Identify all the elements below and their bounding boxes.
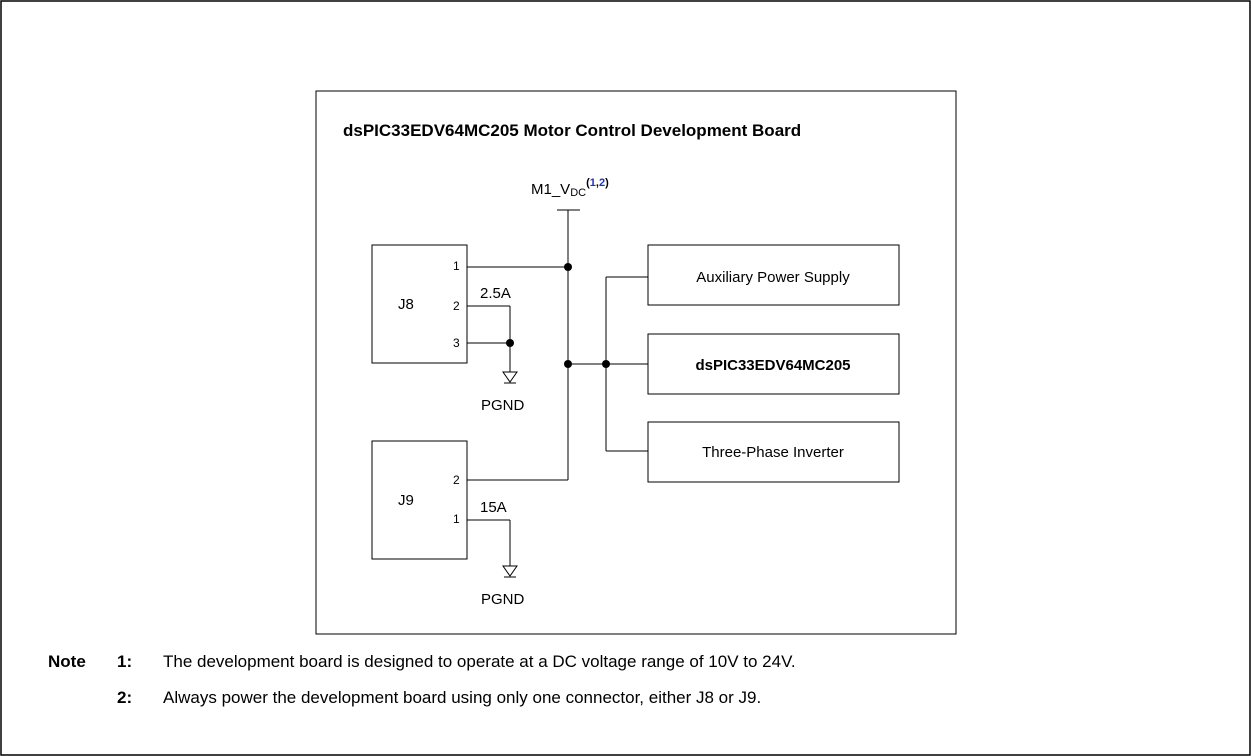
note-item: 2: Always power the development board us… xyxy=(0,688,1251,710)
junction-dot xyxy=(564,360,572,368)
supply-label: M1_VDC(1,2) xyxy=(531,177,609,199)
supply-ref-1: 1 xyxy=(590,177,596,189)
ground-symbol xyxy=(502,371,518,383)
block-three-phase-inverter-label: Three-Phase Inverter xyxy=(702,444,844,461)
note-item: Note 1: The development board is designe… xyxy=(0,652,1251,674)
block-mcu-label: dsPIC33EDV64MC205 xyxy=(695,357,850,374)
block-auxiliary-power-supply xyxy=(647,244,900,306)
block-mcu xyxy=(647,333,900,395)
j8-pin-1: 1 xyxy=(453,259,460,273)
j8-current-label: 2.5A xyxy=(480,285,511,302)
note-number: 1: xyxy=(117,652,133,671)
supply-ref-2: 2 xyxy=(599,177,605,189)
note-heading: Note xyxy=(48,652,86,671)
pgnd-label-j8: PGND xyxy=(481,397,525,414)
j9-current-label: 15A xyxy=(480,499,507,516)
board-title: dsPIC33EDV64MC205 Motor Control Developm… xyxy=(343,121,801,140)
supply-ref-sep: , xyxy=(596,177,599,189)
supply-name: M1_V xyxy=(531,181,570,198)
connector-j9-label: J9 xyxy=(398,492,414,509)
note-text: The development board is designed to ope… xyxy=(163,652,796,671)
pgnd-label-j9: PGND xyxy=(481,591,525,608)
j8-pin-3: 3 xyxy=(453,336,460,350)
note-number: 2: xyxy=(117,688,133,707)
j9-pin-1: 1 xyxy=(453,512,460,526)
supply-ref-open: ( xyxy=(586,177,590,189)
block-three-phase-inverter xyxy=(647,421,900,483)
connector-j8-label: J8 xyxy=(398,296,414,313)
j9-pin-2: 2 xyxy=(453,473,460,487)
supply-subscript: DC xyxy=(570,187,586,199)
block-auxiliary-power-supply-label: Auxiliary Power Supply xyxy=(696,269,850,286)
connector-j8 xyxy=(371,244,468,364)
junction-dot xyxy=(564,263,572,271)
j8-pin-2: 2 xyxy=(453,299,460,313)
supply-ref-close: ) xyxy=(605,177,609,189)
board-outline xyxy=(315,90,957,635)
note-text: Always power the development board using… xyxy=(163,688,762,707)
ground-symbol xyxy=(502,565,518,577)
connector-j9 xyxy=(371,440,468,560)
